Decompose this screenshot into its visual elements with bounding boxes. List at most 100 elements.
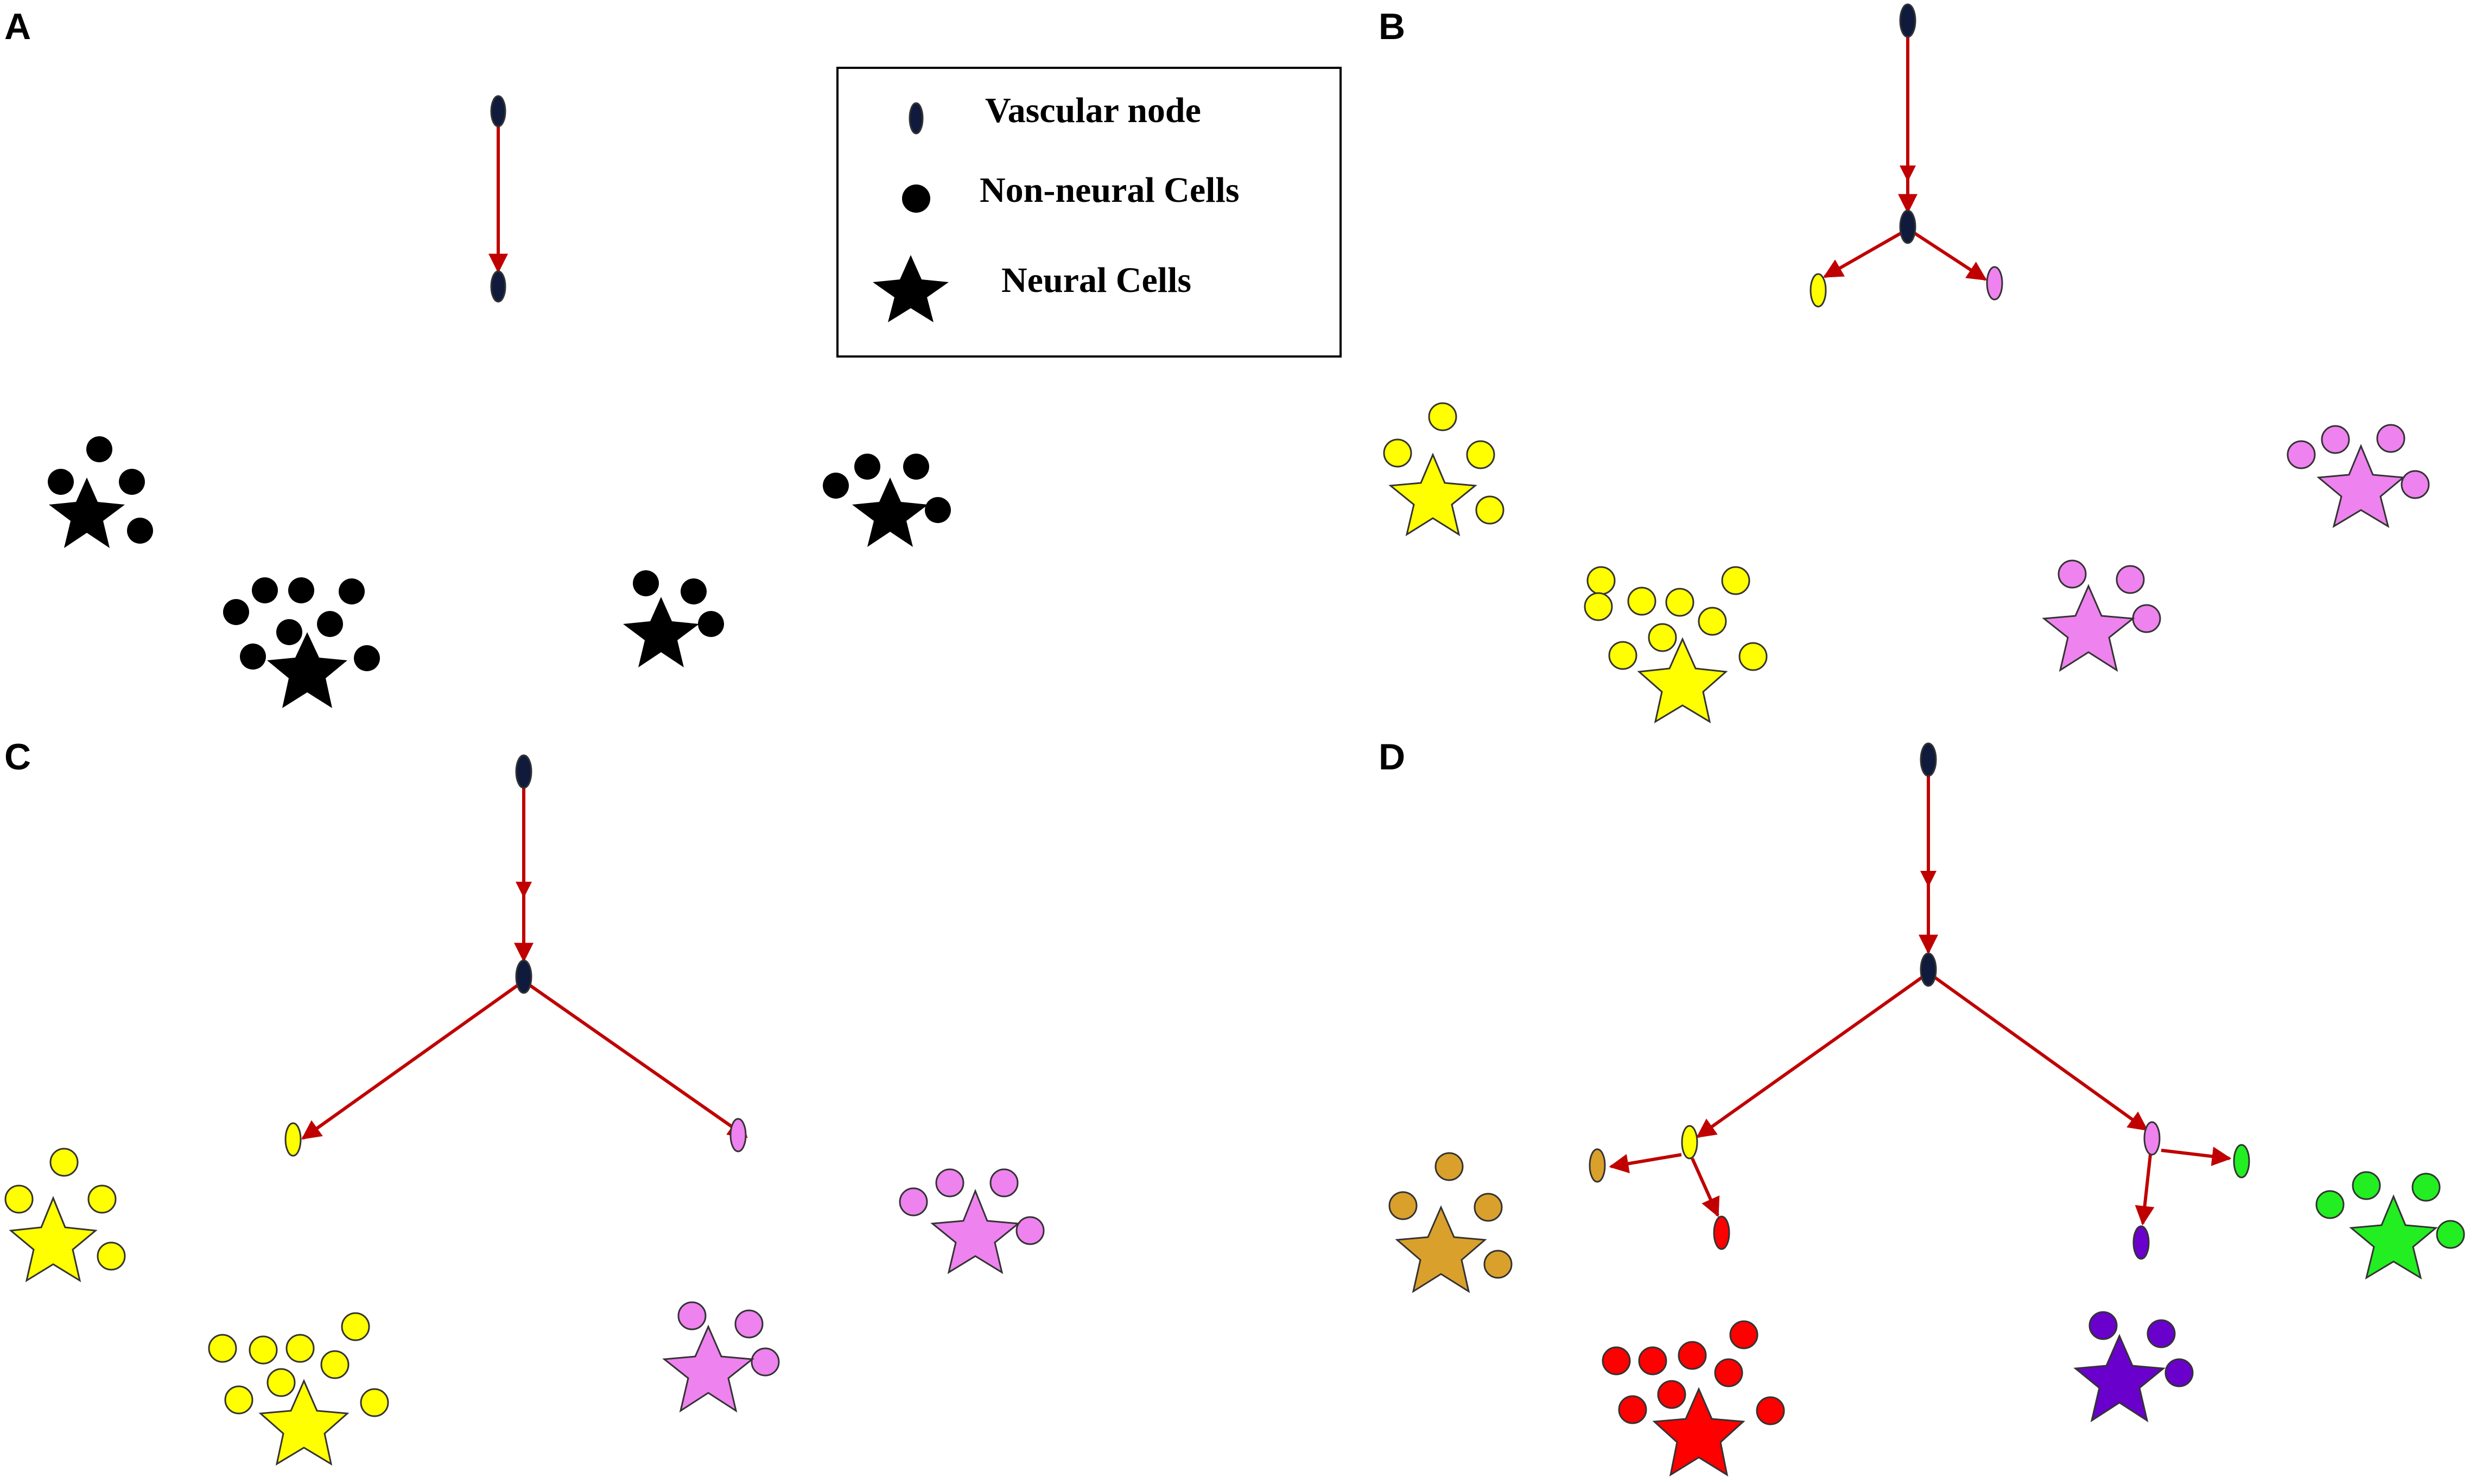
non-neural-cell <box>1602 1346 1631 1375</box>
vascular-node <box>490 95 506 128</box>
panel-a <box>48 95 951 708</box>
non-neural-cell <box>823 473 849 499</box>
cell-cluster-a1 <box>48 436 153 548</box>
non-neural-cell <box>208 1334 237 1363</box>
non-neural-cell <box>354 645 380 671</box>
legend-non-neural-symbol <box>902 184 930 213</box>
non-neural-cell <box>1657 1380 1686 1409</box>
vascular-node <box>1920 952 1937 987</box>
neural-cell <box>623 597 699 667</box>
non-neural-cell <box>899 1187 928 1217</box>
cell-cluster-c4 <box>899 1168 1045 1275</box>
neural-cell <box>267 632 347 708</box>
non-neural-cell <box>2376 424 2405 453</box>
neural-cell <box>2073 1334 2166 1423</box>
non-neural-cell <box>1665 588 1694 617</box>
non-neural-cell <box>87 1184 117 1214</box>
non-neural-cell <box>925 497 951 523</box>
cell-cluster-b2 <box>1584 566 1768 724</box>
panel-label-d: D <box>1379 736 1405 778</box>
non-neural-cell <box>1638 1346 1667 1375</box>
non-neural-cell <box>249 1335 278 1365</box>
non-neural-cell <box>240 644 266 670</box>
non-neural-cell <box>2315 1190 2345 1219</box>
neural-cell <box>49 477 125 548</box>
non-neural-cell <box>119 469 145 495</box>
non-neural-cell <box>2321 425 2350 454</box>
cell-cluster-c1 <box>4 1148 126 1283</box>
non-neural-cell <box>2436 1220 2465 1249</box>
neural-cell <box>1637 637 1728 724</box>
vascular-node <box>2233 1144 2250 1179</box>
non-neural-cell <box>1678 1341 1707 1370</box>
non-neural-cell <box>2116 565 2145 594</box>
non-neural-cell <box>2058 559 2087 589</box>
vascular-node <box>515 959 532 994</box>
vascular-node <box>1713 1215 1730 1250</box>
non-neural-cell <box>49 1148 79 1177</box>
non-neural-cell <box>317 611 343 637</box>
vessel-d-right-b <box>2135 1154 2155 1226</box>
non-neural-cell <box>2352 1171 2381 1200</box>
vessel-d-right-a <box>2161 1147 2232 1167</box>
non-neural-cell <box>1383 438 1412 468</box>
non-neural-cell <box>1388 1191 1418 1220</box>
cell-cluster-a4 <box>823 454 951 547</box>
vessel-b-right <box>1914 232 1988 281</box>
cell-cluster-d4 <box>2315 1171 2465 1280</box>
vascular-node <box>1681 1125 1698 1160</box>
non-neural-cell <box>1618 1395 1647 1424</box>
neural-cell <box>930 1188 1020 1275</box>
neural-cell <box>2349 1194 2438 1280</box>
vascular-node <box>490 270 506 303</box>
cell-cluster-d3 <box>2073 1311 2194 1423</box>
vascular-node <box>1899 209 1916 244</box>
non-neural-cell <box>1698 607 1727 636</box>
cell-cluster-b3 <box>2042 559 2161 672</box>
cell-cluster-d1 <box>1388 1152 1513 1294</box>
non-neural-cell <box>320 1350 350 1379</box>
non-neural-cell <box>1721 566 1750 595</box>
legend-non-neural-text: Non-neural Cells <box>980 170 1240 210</box>
cell-cluster-a2 <box>223 577 380 708</box>
non-neural-cell <box>1714 1358 1743 1387</box>
non-neural-cell <box>266 1368 296 1397</box>
vascular-node <box>1589 1148 1606 1183</box>
non-neural-cell <box>1434 1152 1464 1181</box>
vascular-node <box>1810 273 1827 308</box>
non-neural-cell <box>2132 604 2161 633</box>
neural-cell <box>1395 1205 1487 1294</box>
vascular-node <box>1920 742 1937 777</box>
non-neural-cell <box>681 578 707 604</box>
legend-neural-symbol <box>873 255 949 322</box>
legend-neural-text: Neural Cells <box>1001 260 1191 300</box>
non-neural-cell <box>48 469 74 495</box>
vessel-d-right <box>1933 975 2148 1131</box>
cell-cluster-a3 <box>623 570 724 667</box>
cell-cluster-b4 <box>2287 424 2430 528</box>
neural-cell <box>662 1324 754 1413</box>
neural-cell <box>2042 584 2135 672</box>
neural-cell <box>1652 1387 1745 1477</box>
non-neural-cell <box>339 578 365 604</box>
vascular-node <box>2143 1121 2161 1156</box>
non-neural-cell <box>1648 623 1677 652</box>
non-neural-cell <box>854 454 880 480</box>
neural-cell <box>9 1196 98 1283</box>
non-neural-cell <box>935 1168 964 1198</box>
panel-label-b: B <box>1379 6 1405 47</box>
non-neural-cell <box>698 611 724 637</box>
neural-cell <box>258 1379 350 1466</box>
panel-label-c: C <box>4 736 31 778</box>
panel-d <box>1388 742 2465 1477</box>
non-neural-cell <box>97 1241 126 1271</box>
non-neural-cell <box>1608 641 1637 670</box>
cell-cluster-d2 <box>1602 1320 1785 1477</box>
vessel-c-right <box>528 983 748 1138</box>
non-neural-cell <box>341 1312 370 1341</box>
non-neural-cell <box>1586 566 1616 595</box>
non-neural-cell <box>903 454 929 480</box>
panel-b <box>1383 3 2430 724</box>
non-neural-cell <box>989 1168 1019 1198</box>
